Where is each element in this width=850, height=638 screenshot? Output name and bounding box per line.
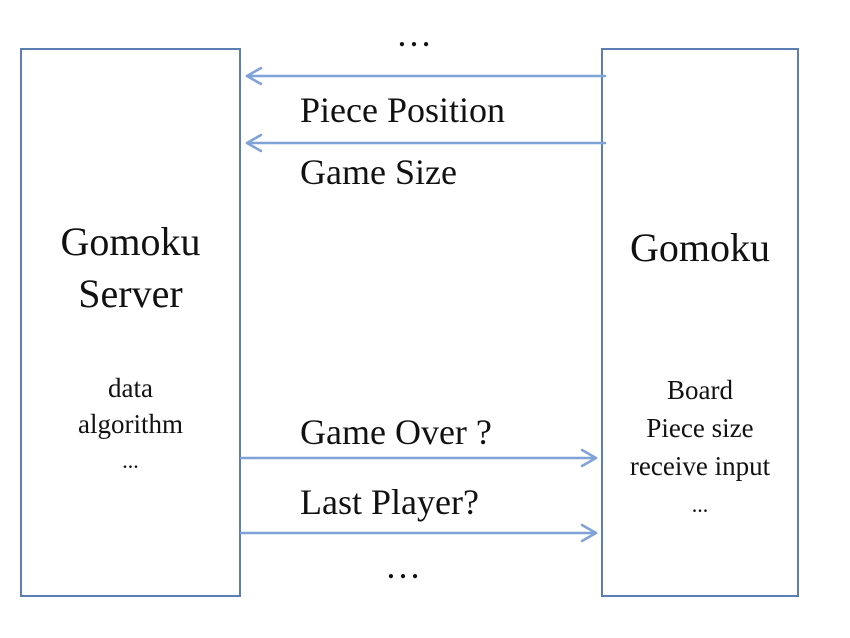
server-title-line2: Server: [78, 271, 183, 316]
arrow-piece-position-to-server: [245, 66, 607, 86]
arrow-last-player-to-client: [239, 523, 598, 543]
ellipsis-bottom: …: [385, 546, 421, 586]
client-detail-ellipsis: ...: [691, 492, 709, 517]
client-detail-piece-size: Piece size: [646, 413, 754, 443]
server-detail-ellipsis: ...: [122, 448, 139, 473]
gomoku-client-box: Gomoku Board Piece size receive input ..…: [601, 48, 799, 597]
server-detail-algorithm: algorithm: [78, 409, 183, 439]
arrow-game-size-to-server: [245, 133, 607, 153]
ellipsis-top: …: [396, 14, 432, 54]
client-title: Gomoku: [630, 225, 770, 270]
server-detail-data: data: [108, 373, 153, 403]
message-game-size: Game Size: [300, 152, 457, 192]
arrow-game-over-to-client: [239, 448, 598, 468]
client-detail-receive-input: receive input: [629, 451, 771, 481]
client-detail-board: Board: [667, 375, 733, 405]
message-piece-position: Piece Position: [300, 90, 505, 130]
gomoku-server-box: Gomoku Server data algorithm ...: [20, 48, 241, 597]
message-last-player: Last Player?: [300, 482, 479, 522]
message-game-over: Game Over ?: [300, 412, 492, 452]
server-title-line1: Gomoku: [60, 219, 201, 264]
